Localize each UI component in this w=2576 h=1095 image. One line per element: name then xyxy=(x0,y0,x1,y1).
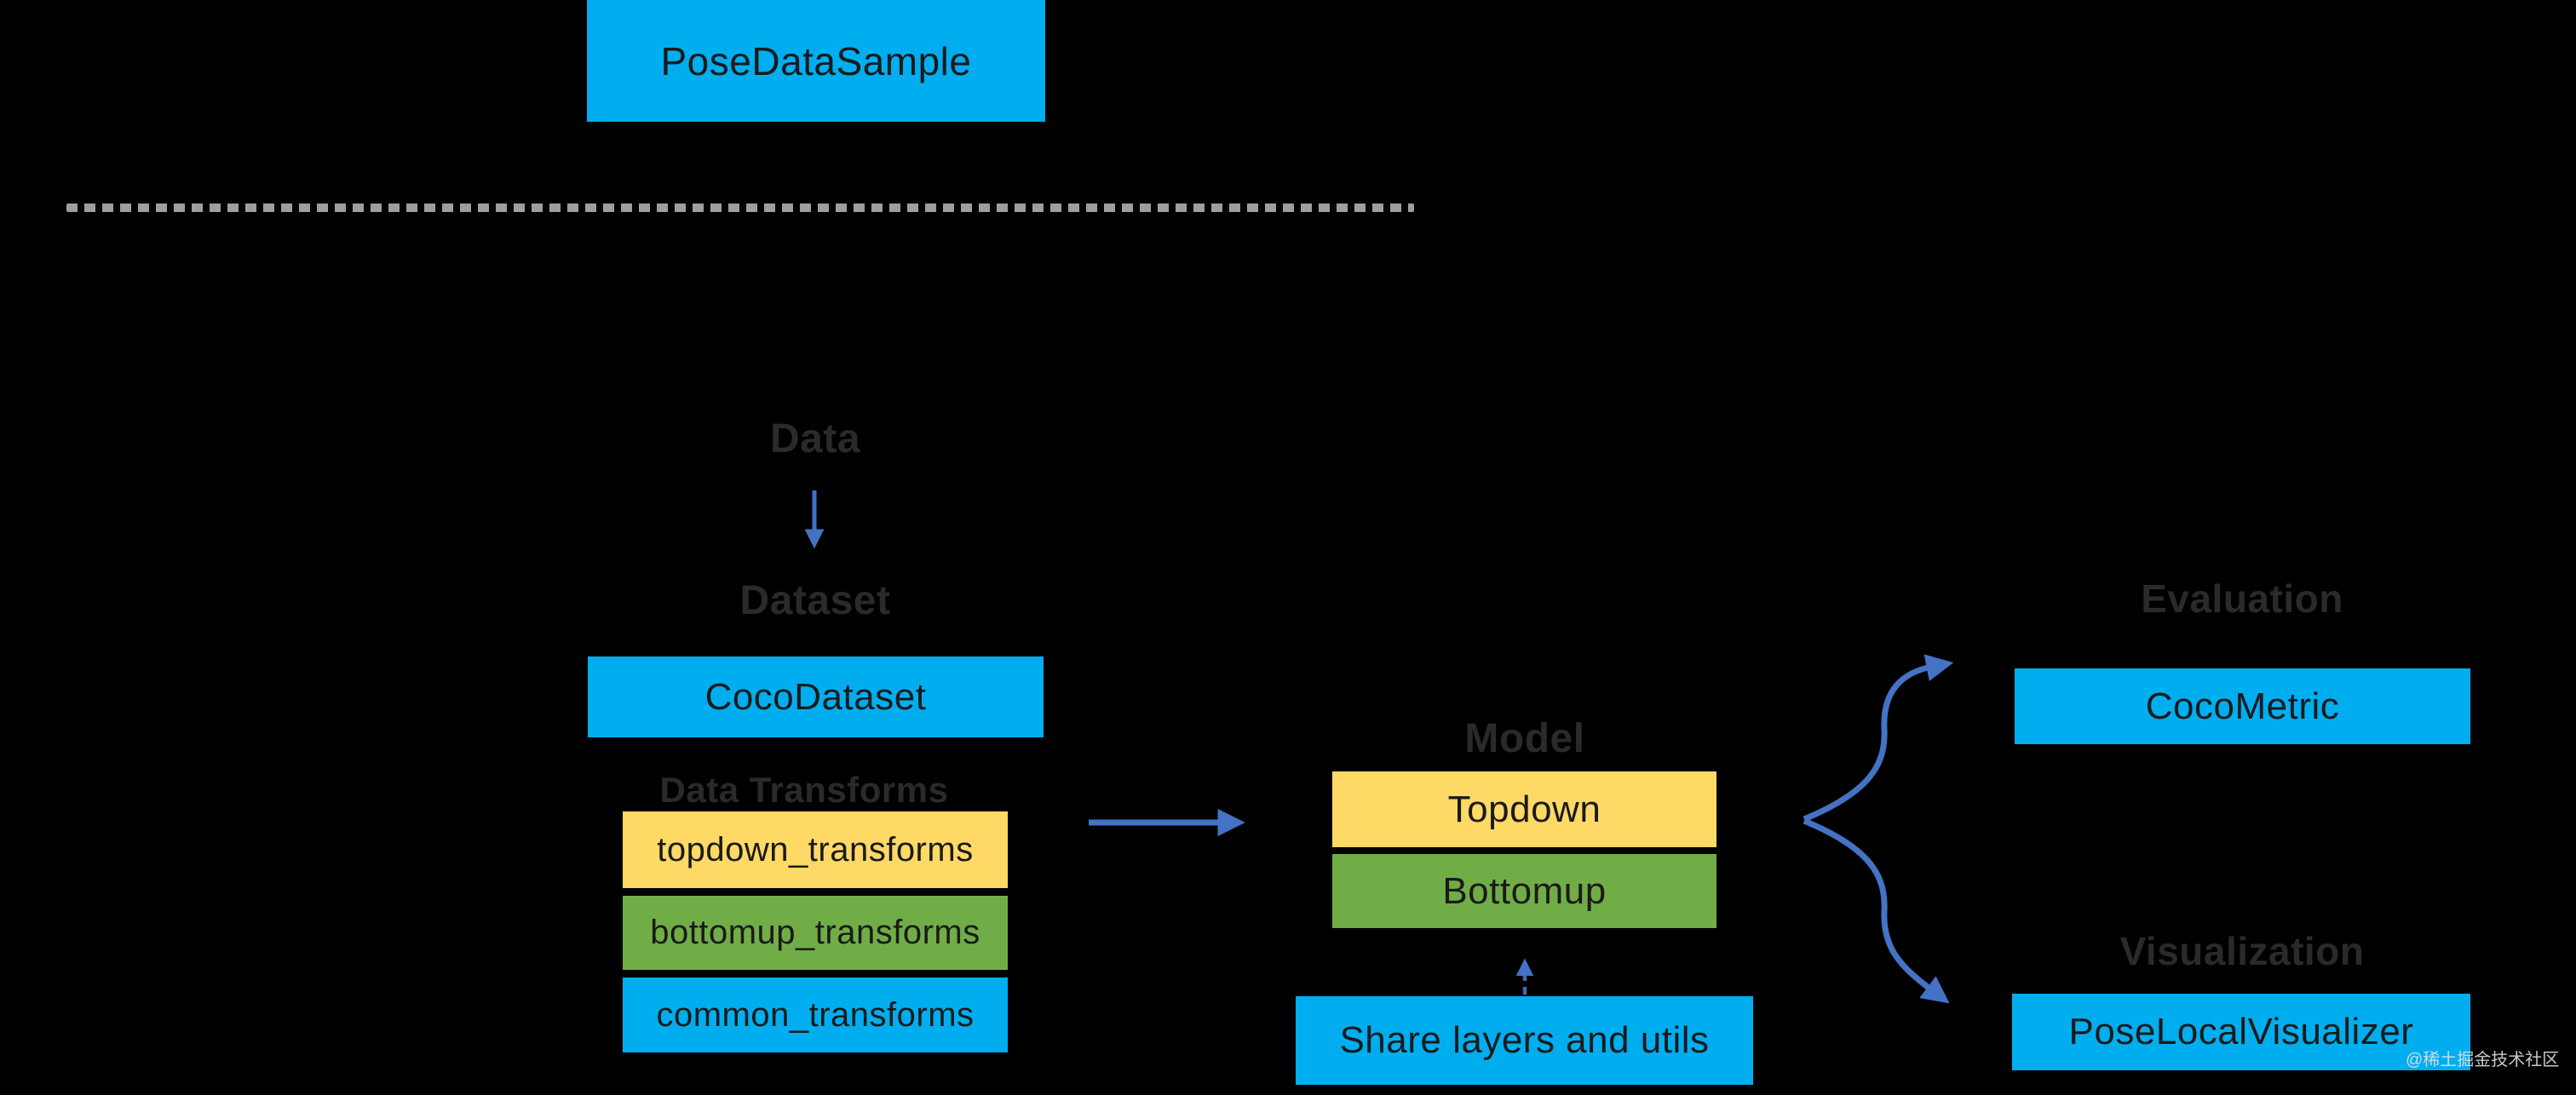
bottomup-transforms-label: bottomup_transforms xyxy=(650,914,980,951)
posedatasample-box: PoseDataSample xyxy=(587,0,1045,122)
cocodataset-box: CocoDataset xyxy=(588,656,1044,737)
common-transforms-label: common_transforms xyxy=(656,995,975,1034)
cocometric-box: CocoMetric xyxy=(2015,668,2470,744)
poselocalvisualizer-label: PoseLocalVisualizer xyxy=(2068,1011,2414,1052)
evaluation-section-label: Evaluation xyxy=(2141,576,2343,621)
watermark: @稀土掘金技术社区 xyxy=(2406,1051,2560,1069)
topdown-model-label: Topdown xyxy=(1447,788,1601,830)
cocodataset-label: CocoDataset xyxy=(704,675,927,718)
model-branch-upper-arrow xyxy=(1803,654,1954,823)
posedatasample-label: PoseDataSample xyxy=(660,38,972,83)
common-transforms-box: common_transforms xyxy=(623,977,1008,1052)
visualization-section-label: Visualization xyxy=(2119,929,2365,973)
model-branch-lower-arrow xyxy=(1803,817,1950,1004)
poselocalvisualizer-box: PoseLocalVisualizer xyxy=(2012,994,2470,1070)
topdown-transforms-label: topdown_transforms xyxy=(657,830,974,869)
separator-dashed-line xyxy=(66,204,1414,212)
bottomup-model-box: Bottomup xyxy=(1332,854,1716,928)
topdown-transforms-box: topdown_transforms xyxy=(623,811,1008,888)
topdown-model-box: Topdown xyxy=(1332,771,1716,847)
bottomup-model-label: Bottomup xyxy=(1442,869,1607,912)
bottomup-transforms-box: bottomup_transforms xyxy=(623,896,1008,970)
share-layers-box: Share layers and utils xyxy=(1296,996,1753,1085)
share-layers-label: Share layers and utils xyxy=(1339,1019,1710,1061)
model-section-label: Model xyxy=(1464,716,1585,761)
data-transforms-label: Data Transforms xyxy=(659,770,949,810)
data-section-label: Data xyxy=(769,416,861,462)
cocometric-label: CocoMetric xyxy=(2145,685,2340,727)
dataset-section-label: Dataset xyxy=(739,578,891,623)
